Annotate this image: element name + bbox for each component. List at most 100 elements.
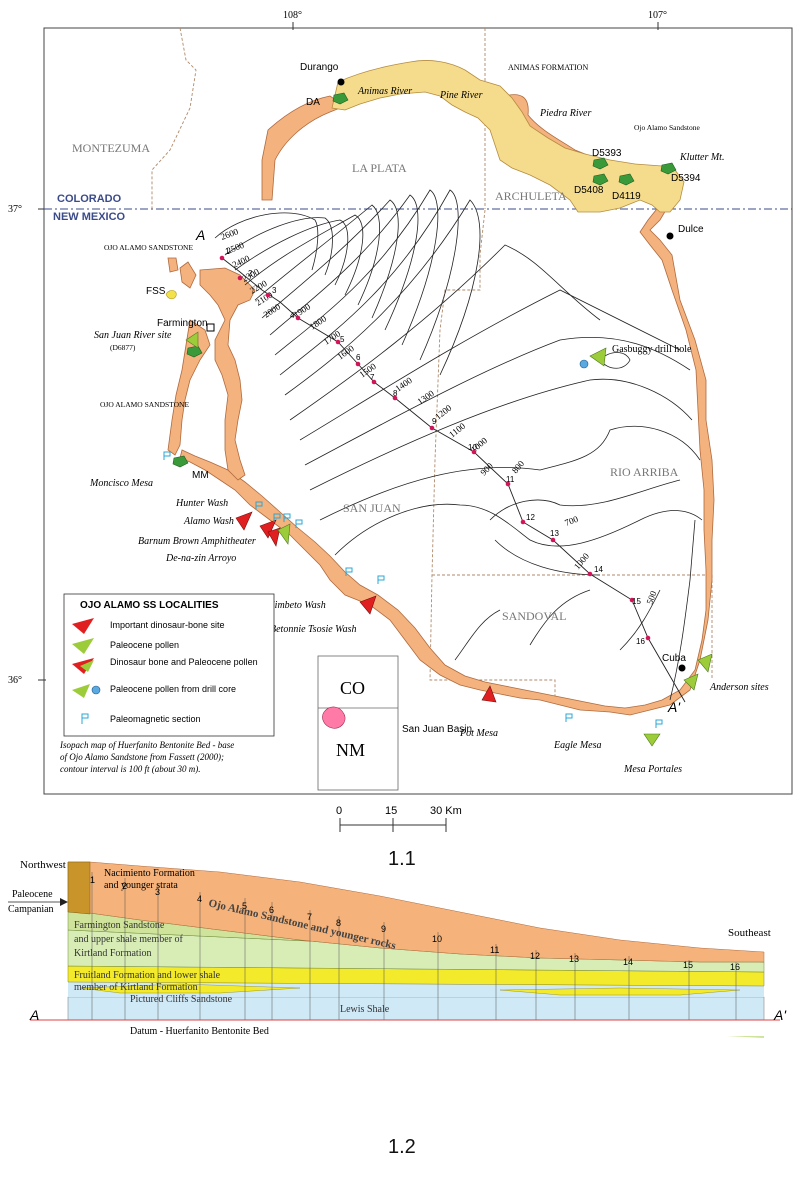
section-southeast: Southeast xyxy=(728,927,771,939)
county-label: SAN JUAN xyxy=(343,501,401,515)
well-number: 4 xyxy=(197,894,202,904)
pollen-markers xyxy=(185,331,713,747)
section-point-label: 4 xyxy=(290,311,295,320)
well-number: 8 xyxy=(336,918,341,928)
site-label: Gasbuggy drill hole xyxy=(612,344,692,355)
site-code-labels: DA D5393 D5408 D4119 D5394 FSS MM xyxy=(146,97,701,481)
paleomag-flag xyxy=(295,519,303,528)
county-label: LA PLATA xyxy=(352,161,407,175)
town-square-farmington xyxy=(206,323,215,332)
paleomag-flag xyxy=(163,451,171,460)
towns: Durango Farmington Dulce Cuba xyxy=(157,62,704,672)
pentagon-marker xyxy=(592,157,609,170)
site-labels: San Juan River site (D6877) Moncisco Mes… xyxy=(89,152,769,775)
arrow-head xyxy=(60,898,68,906)
section-points xyxy=(219,255,651,641)
paleomag-flag xyxy=(273,513,281,522)
well-number: 10 xyxy=(432,934,442,944)
section-point-label: 9 xyxy=(432,417,437,426)
legend-dino-icon xyxy=(72,618,94,634)
nacimiento-unit xyxy=(67,861,91,915)
pollen-site-marker xyxy=(697,653,713,673)
site-label: Betonnie Tsosie Wash xyxy=(270,624,357,635)
section-point xyxy=(629,597,635,603)
scale-bar: 0 15 30 Km xyxy=(336,805,462,832)
dino-site-marker xyxy=(235,511,253,531)
county-labels: MONTEZUMA LA PLATA ARCHULETA RIO ARRIBA … xyxy=(72,141,679,623)
site-code-label: D4119 xyxy=(612,191,641,202)
legend-dino-pollen-icon-overlay xyxy=(80,660,94,672)
lat-label-36: 36° xyxy=(8,675,22,686)
contours xyxy=(214,189,703,701)
section-point xyxy=(371,379,377,385)
section-a: A xyxy=(29,1007,39,1023)
pentagon-marker xyxy=(618,173,635,186)
river-label: Pine River xyxy=(439,90,483,101)
section-point-label: 7 xyxy=(370,373,375,382)
legend-item-label: Important dinosaur-bone site xyxy=(110,620,225,630)
well-number: 15 xyxy=(683,960,693,970)
pollen-site-marker xyxy=(643,733,661,747)
section-point xyxy=(335,339,341,345)
site-label: Kimbeto Wash xyxy=(267,600,326,611)
section-point-label: 12 xyxy=(526,513,535,522)
site-code-label: MM xyxy=(192,470,209,481)
dino-site-marker xyxy=(481,685,497,703)
section-point xyxy=(550,537,556,543)
town-dot-cuba xyxy=(678,664,686,672)
well-number: 3 xyxy=(155,887,160,897)
section-point-label: 11 xyxy=(506,475,515,484)
state-label-colorado: COLORADO xyxy=(57,193,122,205)
caption-1-2: 1.2 xyxy=(388,1136,416,1158)
legend-box xyxy=(63,593,275,737)
well-number: 16 xyxy=(730,962,740,972)
site-code-label: D5393 xyxy=(592,148,622,159)
unit-label-fruitland-1: Fruitland Formation and lower shale xyxy=(74,970,221,981)
contour-label: 700 xyxy=(563,514,580,528)
river-label: Piedra River xyxy=(539,108,591,119)
town-dot-durango xyxy=(337,78,345,86)
paleomag-markers xyxy=(163,451,663,728)
section-point-label: 16 xyxy=(636,637,645,646)
well-number: 2 xyxy=(122,881,127,891)
town-label: Durango xyxy=(300,62,339,73)
section-point xyxy=(505,481,511,487)
paleomag-flag xyxy=(283,513,291,522)
section-point-label: 10 xyxy=(468,443,477,452)
site-code-label: D5408 xyxy=(574,185,604,196)
inset-nm: NM xyxy=(336,740,365,760)
scale-label: 30 Km xyxy=(430,805,462,817)
well-number: 13 xyxy=(569,954,579,964)
lat-label-37: 37° xyxy=(8,204,22,215)
well-number: 9 xyxy=(381,924,386,934)
well-number: 14 xyxy=(623,957,633,967)
section-point-label: 13 xyxy=(550,529,559,538)
legend-title: OJO ALAMO SS LOCALITIES xyxy=(80,600,219,611)
section-point-labels: 1 2 3 4 5 6 7 8 9 10 11 12 13 14 15 16 xyxy=(225,247,645,646)
unit-label-pictured: Pictured Cliffs Sandstone xyxy=(130,994,233,1005)
site-label: Eagle Mesa xyxy=(553,740,602,751)
section-point xyxy=(265,292,271,298)
site-code-label: D5394 xyxy=(671,173,701,184)
section-point xyxy=(429,425,435,431)
dino-site-marker xyxy=(267,527,281,547)
pollen-site-marker xyxy=(589,347,607,367)
section-datum: Datum - Huerfanito Bentonite Bed xyxy=(130,1026,269,1037)
pollen-site-marker xyxy=(277,523,291,545)
town-label: Cuba xyxy=(662,653,686,664)
section-point-label: 1 xyxy=(225,247,230,256)
lon-label-107: 107° xyxy=(648,10,667,21)
legend-item-label: Paleocene pollen xyxy=(110,640,179,650)
legend-drill-dot xyxy=(91,685,101,695)
section-point-label: 3 xyxy=(272,286,277,295)
site-label: (D6877) xyxy=(110,343,136,352)
section-point xyxy=(645,635,651,641)
scale-label: 15 xyxy=(385,805,397,817)
inset-co: CO xyxy=(340,678,365,698)
unit-label-farmington-3: Kirtland Formation xyxy=(74,948,152,959)
legend-paleomag-icon xyxy=(81,713,89,724)
pentagon-marker xyxy=(660,162,677,175)
legend-item-label: Dinosaur bone and Paleocene pollen xyxy=(110,657,258,667)
legend-item-label: Paleocene pollen from drill core xyxy=(110,684,236,694)
